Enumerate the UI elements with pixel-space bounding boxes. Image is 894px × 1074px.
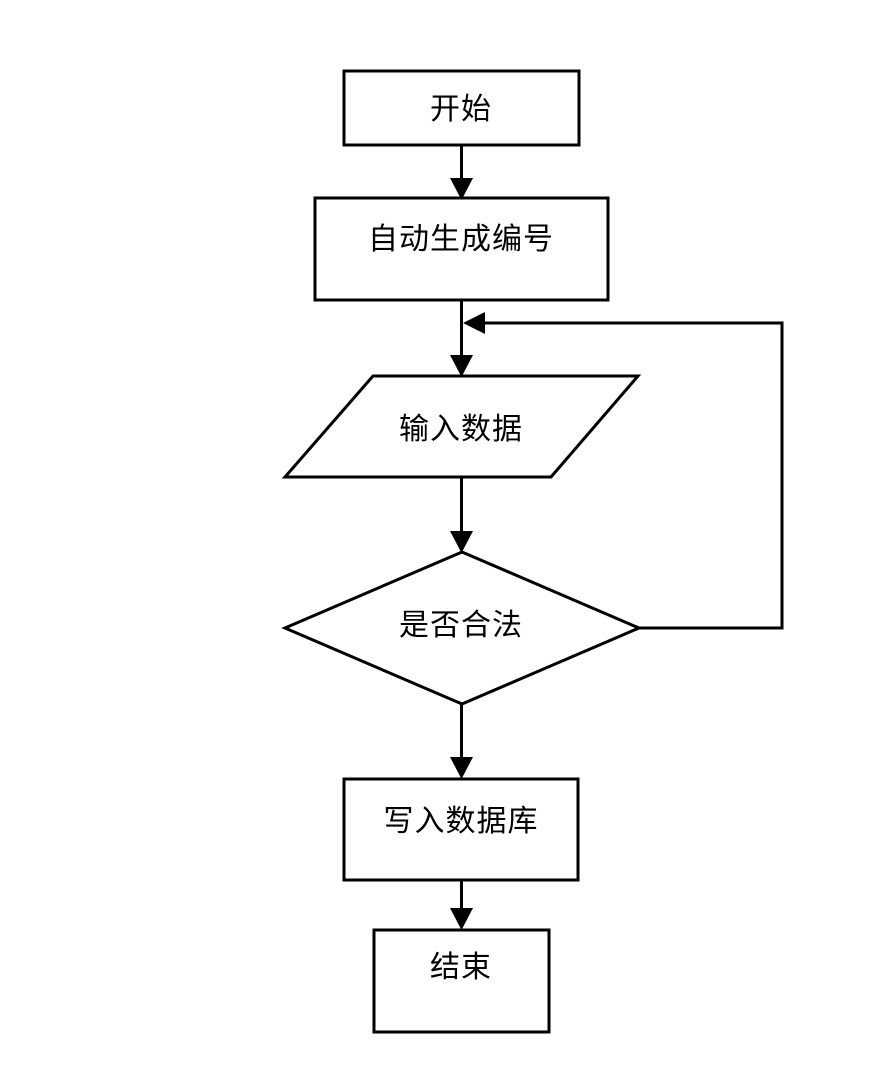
node-is-valid-label: 是否合法 — [399, 609, 523, 642]
node-auto-number-label: 自动生成编号 — [368, 223, 554, 256]
arrowhead-write-db-to-end — [450, 908, 473, 930]
node-shape-group — [281, 69, 643, 1034]
arrowhead-start-to-auto-number — [450, 178, 473, 200]
node-input-data-shape[interactable] — [281, 374, 642, 479]
node-input-data-label: 输入数据 — [399, 413, 523, 446]
node-write-db-label: 写入数据库 — [383, 805, 539, 838]
connector-group — [450, 145, 784, 930]
node-end-label: 结束 — [430, 951, 492, 984]
node-start-shape[interactable] — [342, 69, 581, 147]
node-start-label: 开始 — [430, 93, 492, 126]
node-end-shape[interactable] — [372, 928, 551, 1034]
edge-is-valid-loopback — [474, 321, 784, 630]
arrowhead-input-data-to-is-valid — [450, 531, 473, 553]
node-write-db-shape[interactable] — [342, 777, 580, 882]
node-is-valid-shape[interactable] — [281, 550, 643, 706]
arrowhead-auto-number-to-input-data — [450, 355, 473, 377]
arrowhead-is-valid-to-write-db — [450, 757, 473, 779]
arrowhead-is-valid-loopback — [463, 312, 485, 334]
node-auto-number-shape[interactable] — [313, 196, 610, 302]
